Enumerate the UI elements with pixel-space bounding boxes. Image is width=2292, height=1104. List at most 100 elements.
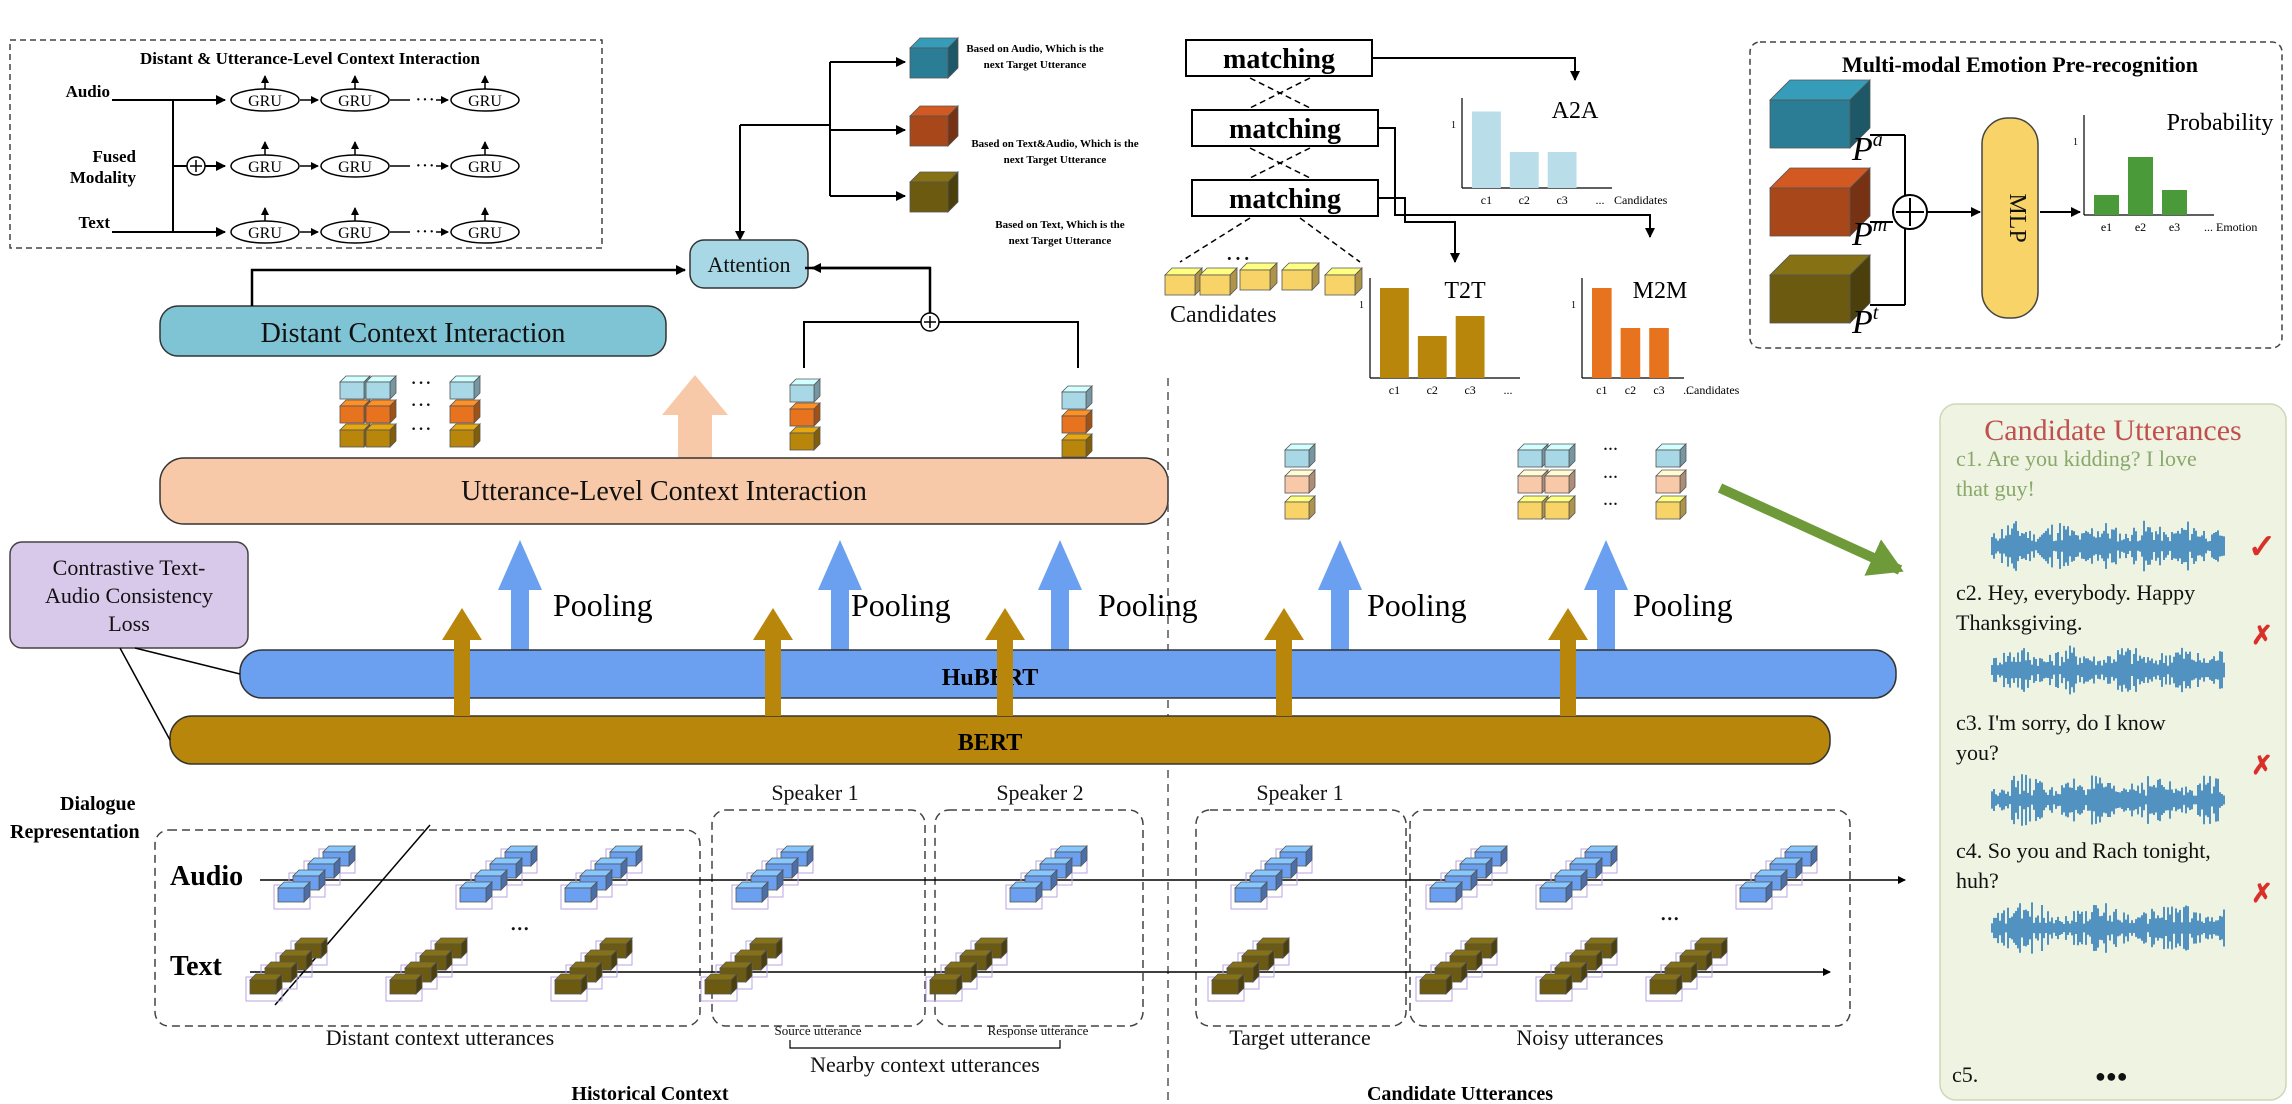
embedding-cube	[459, 881, 493, 903]
bert-arrow	[985, 608, 1025, 716]
chart-category: ...	[1503, 383, 1512, 397]
pooling-label: Pooling	[851, 587, 951, 623]
embedding-cube	[564, 881, 598, 903]
embedding-cube	[1554, 961, 1588, 983]
candidate-text: huh?	[1956, 868, 1999, 893]
pooling-label: Pooling	[1633, 587, 1733, 623]
emotion-prob-label: Pa	[1851, 129, 1883, 168]
chart-bar	[1547, 152, 1577, 188]
audio-waveform	[1991, 645, 2225, 695]
text-feature-cube	[909, 171, 959, 213]
chart-category: e2	[2135, 220, 2146, 234]
response-utt-label: Response utterance	[988, 1023, 1089, 1038]
gru-interaction-panel: Distant & Utterance-Level Context Intera…	[9, 39, 603, 249]
embedding-cube	[734, 949, 768, 971]
embedding-cube	[1211, 973, 1245, 995]
contrastive-loss-box	[9, 541, 249, 649]
candidate-cube	[1281, 262, 1320, 291]
target-utt-label: Target utterance	[1229, 1025, 1371, 1050]
fused-emotion-cube	[1769, 167, 1871, 237]
audio-waveform	[1991, 902, 2225, 954]
dialogue-rep-line1: Dialogue	[60, 793, 136, 815]
chart-ytick: 1	[2073, 137, 2078, 148]
gru-ellipsis: ···	[415, 155, 435, 177]
chart-bar	[2162, 190, 2187, 215]
text-axis-label: Text	[170, 951, 223, 982]
candidate-c5: c5.	[1952, 1062, 1978, 1087]
chart-category: c3	[1556, 193, 1567, 207]
candidate-text: you?	[1956, 740, 1999, 765]
gru-cell-label: GRU	[248, 159, 282, 176]
candidate-cube	[1199, 267, 1238, 296]
dialogue-rep-line2: Representation	[10, 821, 140, 843]
emotion-panel-title: Multi-modal Emotion Pre-recognition	[1842, 52, 2198, 77]
candidate-text: that guy!	[1956, 476, 2035, 501]
stack-cube	[365, 423, 397, 448]
candidate-cube	[1239, 262, 1278, 291]
stack-cube	[339, 423, 371, 448]
distant-context-label: Distant Context Interaction	[261, 318, 566, 349]
audio-feature-cube	[909, 37, 959, 79]
gru-cell-label: GRU	[468, 93, 502, 110]
chart-xlabel: Candidates	[1614, 193, 1668, 207]
chart-bar	[2094, 195, 2119, 215]
chart-title: M2M	[1633, 278, 1688, 304]
stack-cube	[339, 375, 371, 400]
chart-category: c2	[1625, 383, 1636, 397]
stack-cube	[1284, 495, 1316, 520]
fused-feature-cube	[909, 105, 959, 147]
embedding-cube	[1649, 973, 1683, 995]
chart-xlabel: Emotion	[2216, 220, 2257, 234]
stack-cube	[789, 402, 821, 427]
chart-category: c1	[1389, 383, 1400, 397]
candidates-label: Candidates	[1170, 302, 1277, 328]
candidate-utterances-footer: Candidate Utterances	[1367, 1083, 1553, 1104]
attention-label: Attention	[707, 252, 790, 277]
stack-cube	[789, 426, 821, 451]
embedding-cube	[554, 973, 588, 995]
embedding-cube	[1429, 881, 1463, 903]
stack-cube	[339, 399, 371, 424]
embedding-cube	[1234, 881, 1268, 903]
embedding-cube	[1009, 881, 1043, 903]
chart-bar	[1592, 288, 1612, 378]
audio-emotion-cube	[1769, 79, 1871, 149]
pooling-label: Pooling	[1098, 587, 1198, 623]
pooling-arrow	[818, 540, 862, 650]
emotion-prob-label: Pt	[1851, 302, 1879, 341]
chart-bar	[1380, 288, 1409, 378]
chart-category: c3	[1464, 383, 1475, 397]
chart-category: c1	[1596, 383, 1607, 397]
chart-title: T2T	[1444, 278, 1486, 304]
candidate-text: c2. Hey, everybody. Happy	[1956, 580, 2195, 605]
matching-box-fused	[1191, 109, 1379, 147]
stack-ellipsis: ···	[410, 370, 432, 395]
cross-icon: ✗	[2251, 879, 2273, 908]
utterance-level-label: Utterance-Level Context Interaction	[461, 476, 867, 507]
chart-category: ...	[1595, 193, 1604, 207]
stack-cube	[1655, 469, 1687, 494]
stack-cube	[1655, 495, 1687, 520]
source-utt-label: Source utterance	[775, 1023, 862, 1038]
candidate-text: c4. So you and Rach tonight,	[1956, 838, 2211, 863]
audio-waveform	[1991, 774, 2225, 826]
chart-title: Probability	[2167, 110, 2274, 136]
contrastive-line3: Loss	[108, 611, 150, 636]
target-utterance-group	[1195, 809, 1407, 1027]
check-icon: ✓	[2248, 529, 2277, 566]
chart-xlabel: Candidates	[1686, 383, 1740, 397]
speaker1-label: Speaker 1	[771, 780, 858, 805]
gru-ellipsis: ···	[415, 89, 435, 111]
chart-ytick: 1	[1359, 300, 1364, 311]
gru-ellipsis: ···	[415, 221, 435, 243]
contrastive-line2: Audio Consistency	[45, 583, 213, 608]
pooling-arrow	[1038, 540, 1082, 650]
candidate-cubes	[1164, 262, 1363, 296]
bert-arrow	[442, 608, 482, 716]
emotion-prerecognition-panel: Multi-modal Emotion Pre-recognition PaPm…	[1749, 41, 2283, 349]
candidate-cube	[1164, 267, 1203, 296]
